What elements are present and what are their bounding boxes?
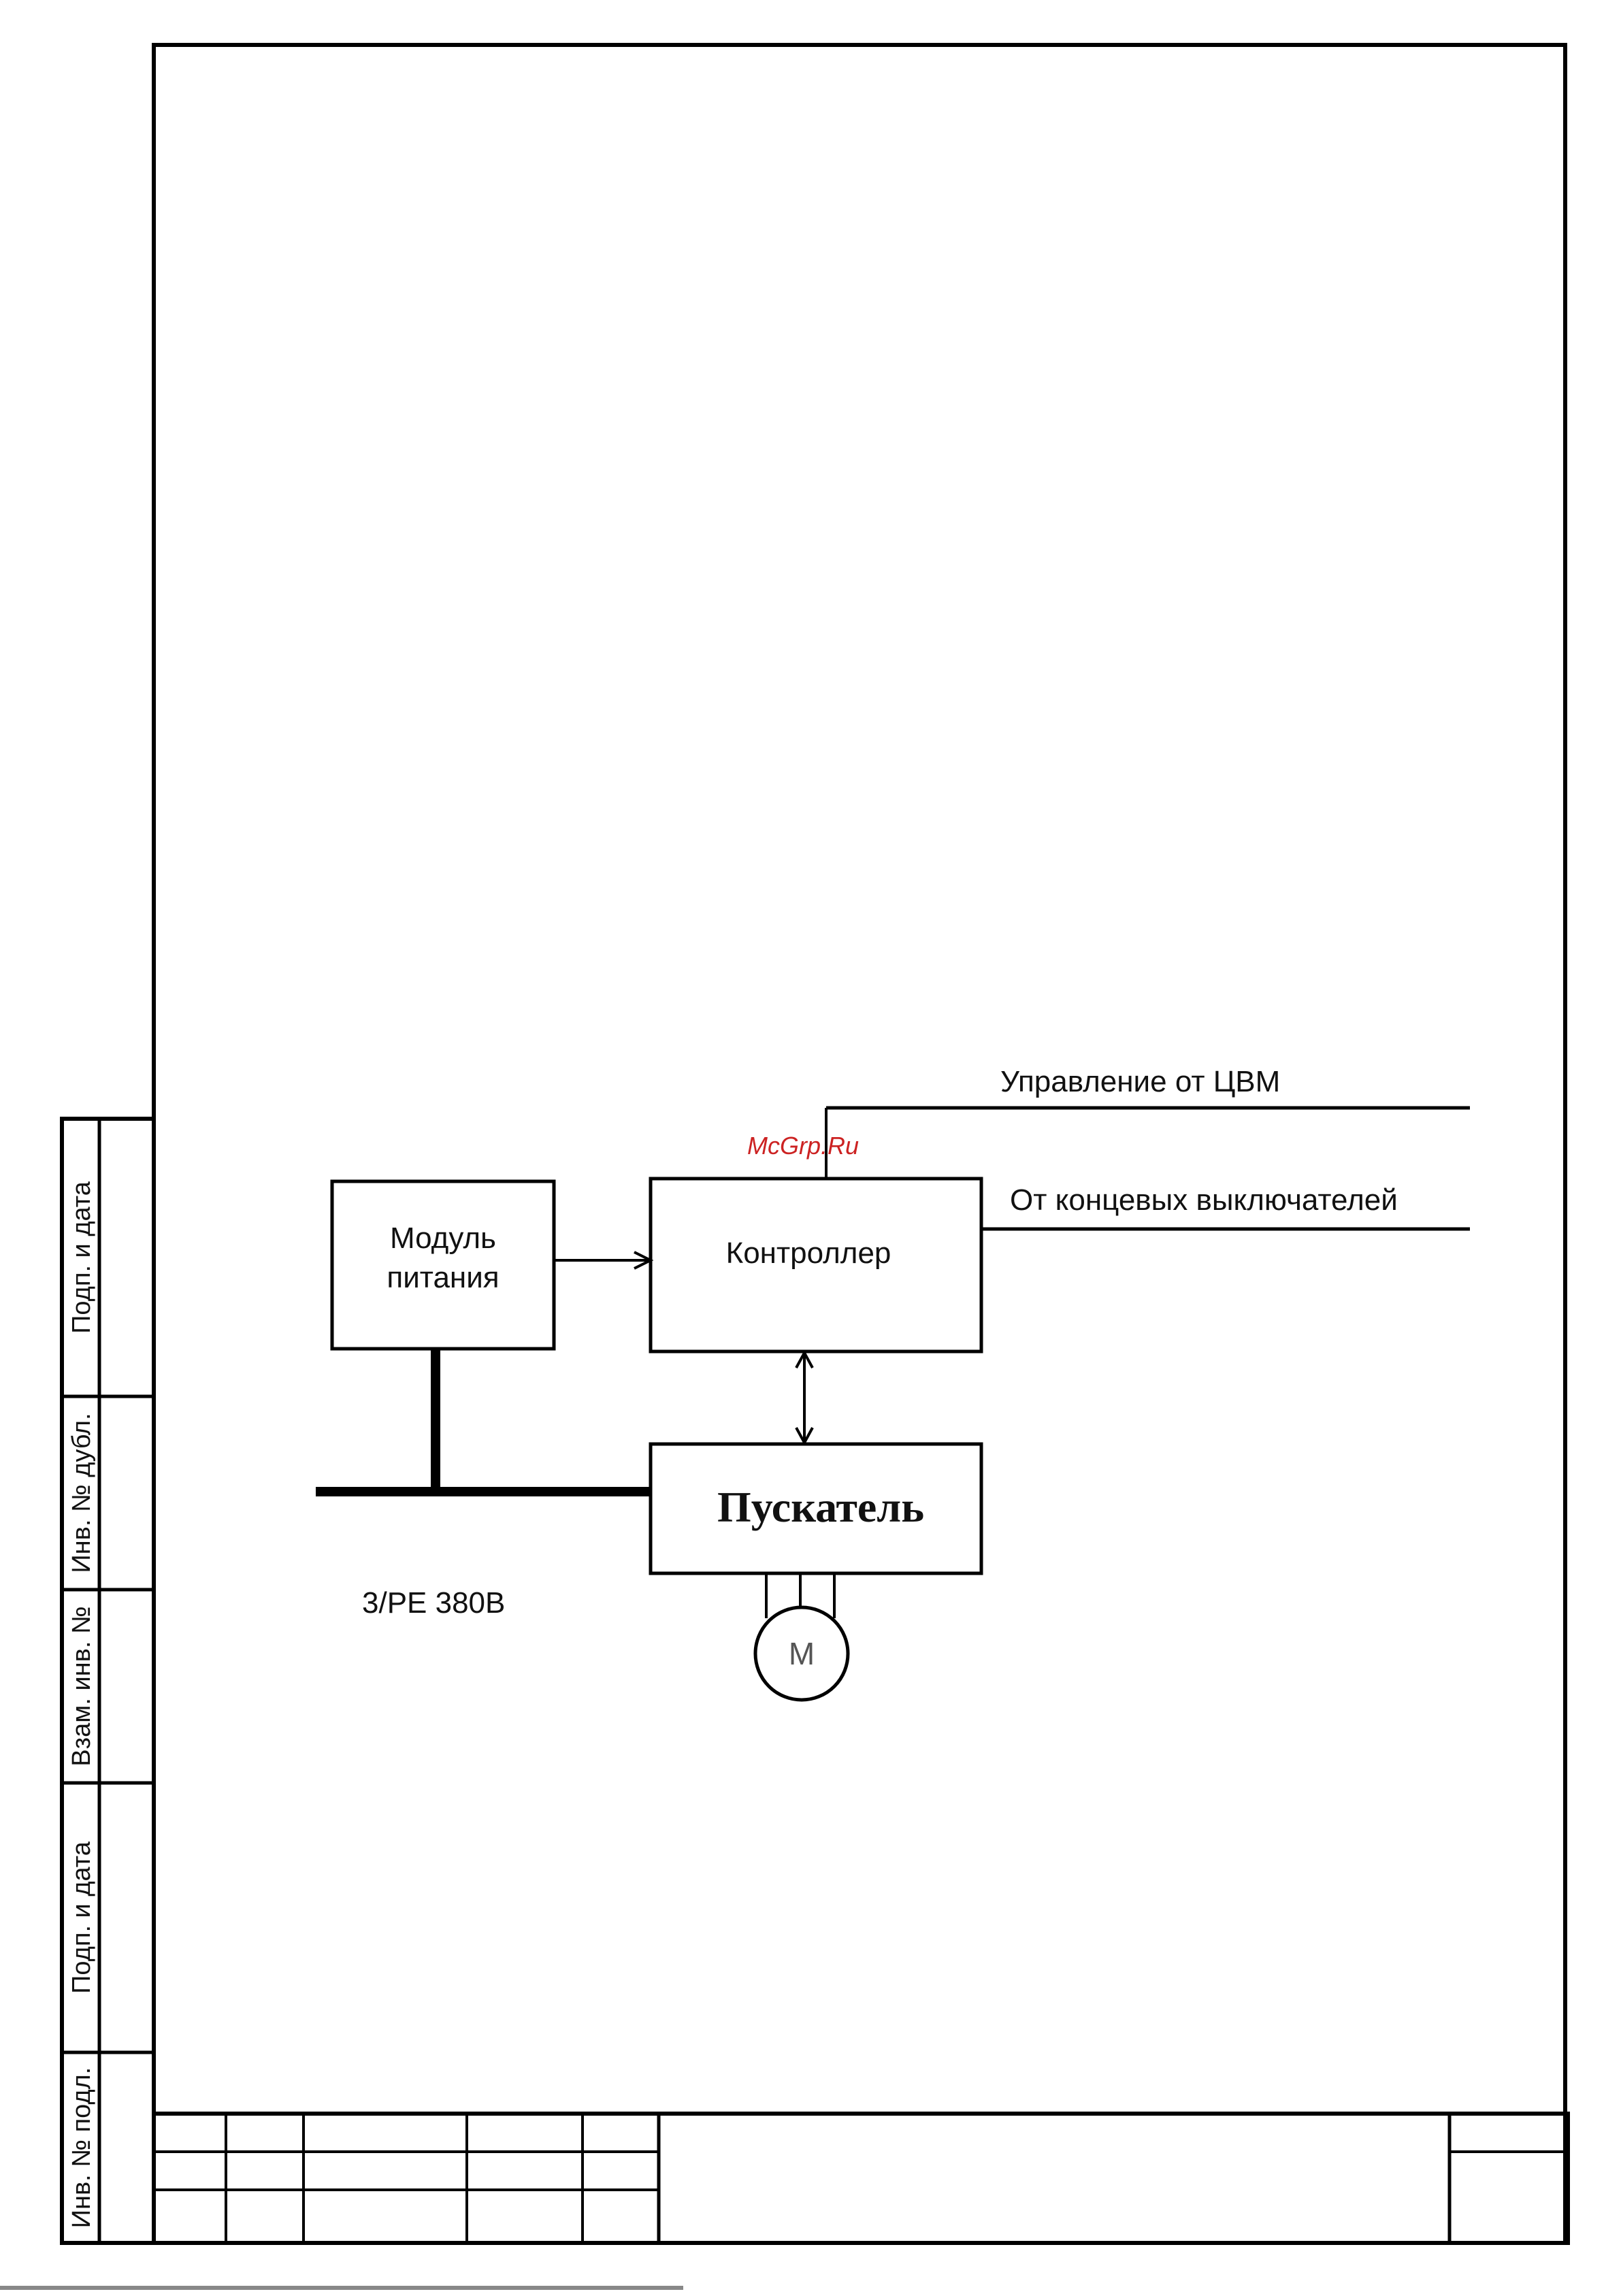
drawing-frame [154,45,1565,2243]
supply-bus [316,1349,651,1492]
motor-label: М [789,1636,815,1671]
stamp-field-orig-inv: Инв. № подл. [67,2067,96,2229]
controller-starter-arrow [796,1353,813,1443]
supply-label: 3/PE 380В [362,1586,505,1620]
controller-label: Контроллер [726,1236,891,1270]
stamp-field-sign-date-1: Подп. и дата [67,1181,96,1334]
power-module-label-line2: питания [387,1261,499,1294]
cvm-control-label: Управление от ЦВМ [1000,1065,1280,1098]
margin-stamp: Подп. и дата Инв. № дубл. Взам. инв. № П… [62,1119,154,2243]
stamp-field-sign-date-2: Подп. и дата [67,1841,96,1994]
watermark: McGrp.Ru [747,1132,859,1160]
power-to-controller-arrow [554,1252,651,1268]
stamp-field-dup-inv: Инв. № дубл. [67,1413,96,1573]
cvm-control-line [826,1108,1470,1179]
limit-switches-label: От концевых выключателей [1010,1183,1398,1217]
starter-label: Пускатель [717,1483,924,1531]
stamp-field-replace-inv: Взам. инв. № [67,1606,96,1766]
power-module-label-line1: Модуль [390,1221,496,1255]
title-block [154,2114,1568,2243]
